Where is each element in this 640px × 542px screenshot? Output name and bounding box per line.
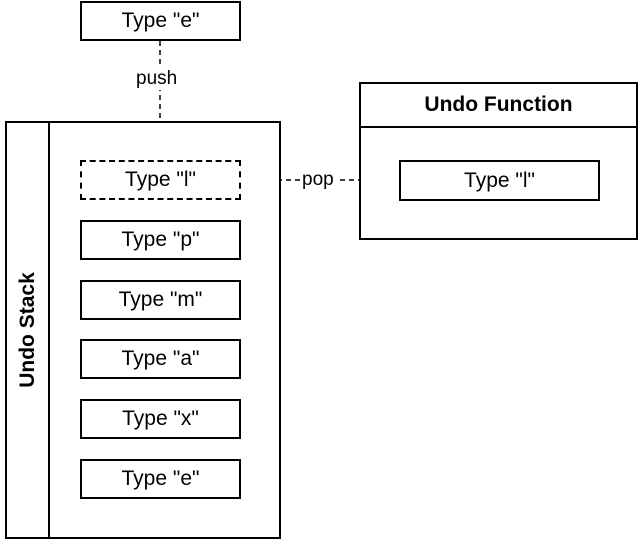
- stack-item-label: Type "a": [121, 347, 200, 370]
- stack-item: Type "x": [80, 399, 241, 439]
- pop-label: pop: [300, 169, 336, 191]
- incoming-item-box: Type "e": [80, 1, 241, 41]
- undo-stack-title: Undo Stack: [15, 272, 39, 388]
- undo-stack-header: Undo Stack: [7, 123, 50, 537]
- stack-item-label: Type "x": [122, 407, 199, 430]
- stack-item: Type "a": [80, 339, 241, 379]
- stack-item-label: Type "p": [121, 228, 200, 251]
- stack-item-label: Type "e": [121, 467, 200, 490]
- stack-item-label: Type "m": [118, 288, 203, 311]
- stack-item-label: Type "l": [125, 168, 196, 191]
- stack-item: Type "m": [80, 280, 241, 320]
- push-label: push: [134, 68, 180, 90]
- stack-item: Type "p": [80, 220, 241, 260]
- undo-function-item-label: Type "l": [464, 168, 535, 192]
- stack-item-bottom: Type "e": [80, 459, 241, 499]
- incoming-item-label: Type "e": [121, 9, 200, 32]
- undo-function-item: Type "l": [399, 160, 600, 201]
- stack-item-top: Type "l": [80, 160, 241, 200]
- undo-function-title: Undo Function: [361, 84, 636, 128]
